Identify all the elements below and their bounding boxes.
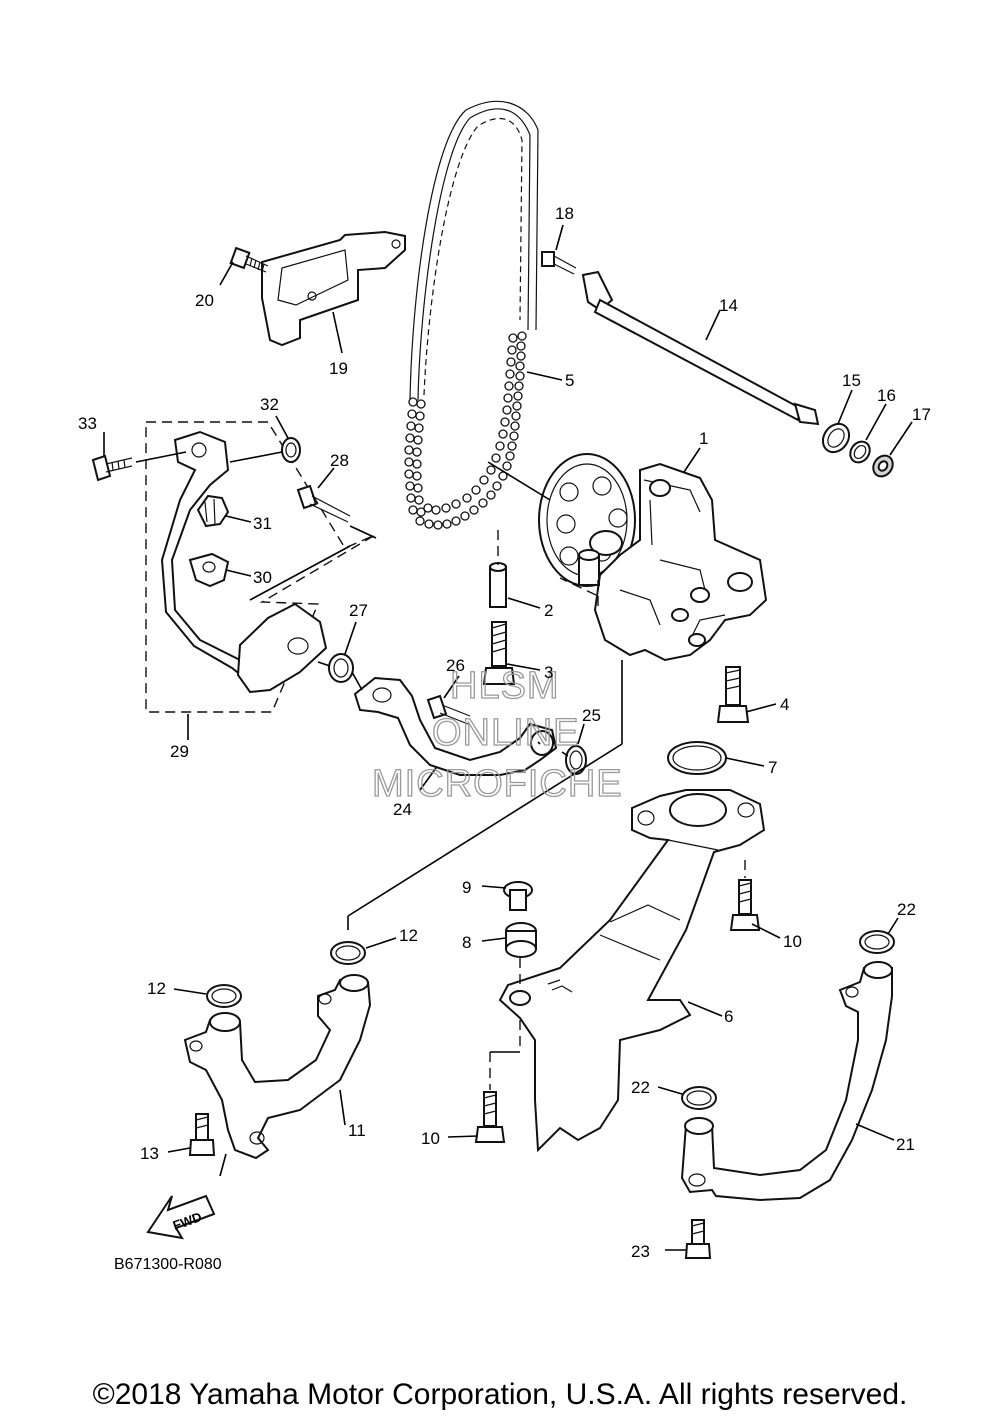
oil-delivery-pipe xyxy=(581,270,820,426)
damper xyxy=(196,494,230,528)
bolt xyxy=(684,1219,712,1259)
callout-17: 17 xyxy=(912,405,931,424)
callout-5: 5 xyxy=(565,371,574,390)
oil-pipe-group xyxy=(145,421,376,713)
bolt xyxy=(474,1091,506,1143)
callout-6: 6 xyxy=(724,1007,733,1026)
callout-12: 12 xyxy=(399,926,418,945)
drawing-code: B671300-R080 xyxy=(114,1256,222,1273)
bolt xyxy=(426,694,471,725)
callout-10: 10 xyxy=(783,932,802,951)
clamp xyxy=(188,552,230,588)
o-ring xyxy=(849,440,871,464)
watermark: HLSM ONLINE MICROFICHE xyxy=(371,664,623,805)
collar xyxy=(503,881,533,911)
oil-pump-assembly xyxy=(538,453,768,662)
watermark-line-3: MICROFICHE xyxy=(372,763,623,805)
o-ring xyxy=(565,745,587,775)
callout-22: 22 xyxy=(897,900,916,919)
bolt xyxy=(729,879,761,931)
callout-3: 3 xyxy=(544,663,553,682)
callout-23: 23 xyxy=(631,1242,650,1261)
callout-9: 9 xyxy=(462,878,471,897)
oil-pipe xyxy=(353,676,558,776)
bolt xyxy=(188,1113,216,1156)
bolt xyxy=(296,484,351,523)
o-ring xyxy=(821,422,851,454)
o-ring xyxy=(667,741,727,775)
callout-8: 8 xyxy=(462,933,471,952)
bolt xyxy=(482,621,516,685)
callout-32: 32 xyxy=(260,395,279,414)
callout-25: 25 xyxy=(582,706,601,725)
callout-22: 22 xyxy=(631,1078,650,1097)
callout-28: 28 xyxy=(330,451,349,470)
watermark-line-1: HLSM xyxy=(450,665,560,707)
grommet xyxy=(505,922,537,958)
callout-4: 4 xyxy=(780,695,789,714)
bolt xyxy=(91,454,133,482)
callout-12: 12 xyxy=(147,979,166,998)
callout-20: 20 xyxy=(195,291,214,310)
callout-29: 29 xyxy=(170,742,189,761)
callout-21: 21 xyxy=(896,1135,915,1154)
callout-31: 31 xyxy=(253,514,272,533)
gasket xyxy=(281,437,301,463)
callout-1: 1 xyxy=(699,429,708,448)
bolt xyxy=(541,251,577,275)
callout-16: 16 xyxy=(877,386,896,405)
callout-13: 13 xyxy=(140,1144,159,1163)
nut xyxy=(872,454,894,478)
callout-15: 15 xyxy=(842,371,861,390)
oil-pipe xyxy=(183,974,372,1160)
o-ring xyxy=(681,1086,717,1110)
callout-30: 30 xyxy=(253,568,272,587)
callout-18: 18 xyxy=(555,204,574,223)
dowel-pin xyxy=(489,562,507,608)
oil-strainer xyxy=(498,789,766,1153)
leader-lines xyxy=(103,224,913,1251)
callout-24: 24 xyxy=(393,800,412,819)
bolt xyxy=(229,246,269,273)
callout-7: 7 xyxy=(768,758,777,777)
callout-27: 27 xyxy=(349,601,368,620)
watermark-line-2: ONLINE xyxy=(432,712,579,754)
o-ring xyxy=(328,653,354,683)
o-ring xyxy=(859,930,895,954)
callout-2: 2 xyxy=(544,601,553,620)
oil-pipe xyxy=(680,961,893,1202)
callout-33: 33 xyxy=(78,414,97,433)
callout-19: 19 xyxy=(329,359,348,378)
bolt xyxy=(716,666,750,723)
o-ring xyxy=(206,984,242,1008)
callout-10: 10 xyxy=(421,1129,440,1148)
cam-chain xyxy=(404,100,539,530)
o-ring xyxy=(330,941,366,965)
callout-26: 26 xyxy=(446,656,465,675)
callout-14: 14 xyxy=(719,296,738,315)
forward-arrow-icon: FWD xyxy=(146,1194,216,1240)
callout-labels: 1 2 3 4 5 6 7 8 9 10 10 11 12 12 13 14 1… xyxy=(78,204,931,1261)
bracket xyxy=(261,230,406,347)
copyright-notice: ©2018 Yamaha Motor Corporation, U.S.A. A… xyxy=(92,1378,908,1411)
callout-11: 11 xyxy=(348,1121,366,1140)
